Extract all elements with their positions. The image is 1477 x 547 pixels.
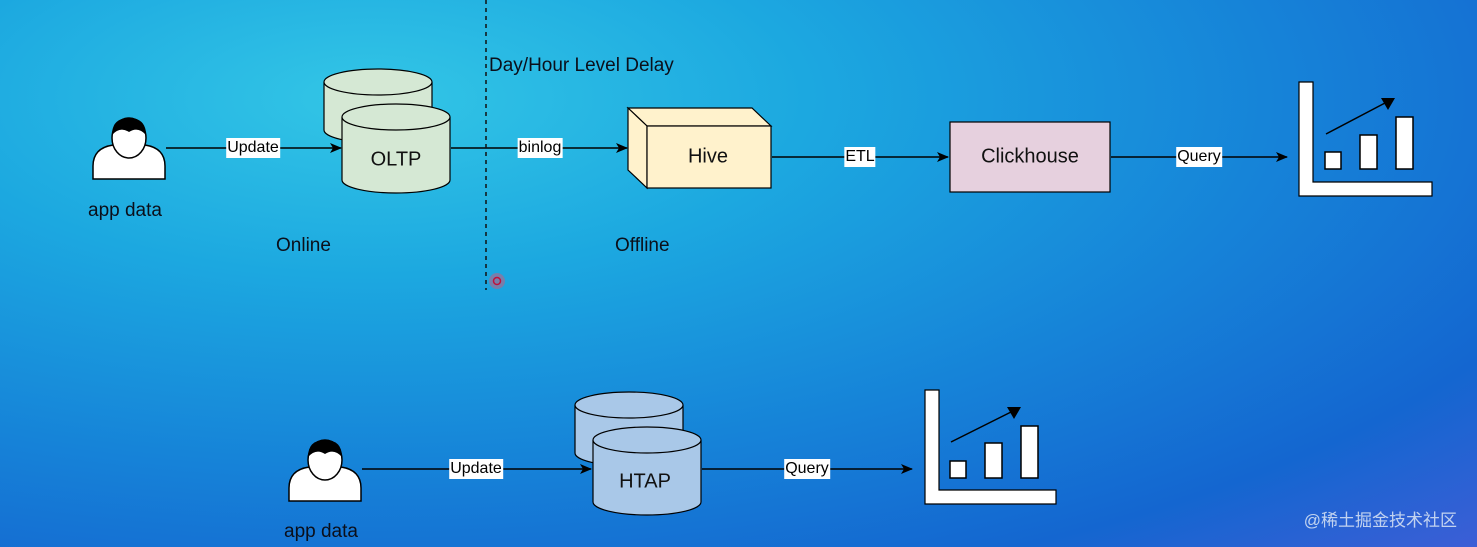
database-icon: [323, 68, 451, 194]
update-edge-label-top: Update: [226, 138, 280, 158]
watermark-text: @稀土掘金技术社区: [1303, 511, 1457, 530]
delay-annotation: Day/Hour Level Delay: [489, 55, 674, 76]
cursor-indicator: [489, 273, 505, 289]
user-icon: [92, 117, 166, 180]
cube-icon: [626, 106, 773, 190]
binlog-edge-label: binlog: [517, 138, 563, 158]
query-edge-label-bottom: Query: [784, 459, 830, 479]
offline-label: Offline: [615, 235, 670, 256]
hive-label: Hive: [687, 145, 729, 168]
user-icon: [288, 439, 362, 502]
bar-chart-icon: [924, 389, 1057, 505]
query-edge-label-top: Query: [1176, 147, 1222, 167]
bar-chart-icon: [1298, 81, 1433, 197]
clickhouse-node: [949, 121, 1111, 193]
clickhouse-label: Clickhouse: [981, 145, 1079, 168]
etl-edge-label: ETL: [844, 147, 876, 167]
htap-label: HTAP: [619, 470, 671, 493]
database-icon: [574, 391, 702, 516]
online-label: Online: [276, 235, 331, 256]
oltp-label: OLTP: [370, 148, 422, 171]
app-data-label-bottom: app data: [284, 521, 358, 542]
update-edge-label-bottom: Update: [449, 459, 503, 479]
app-data-label-top: app data: [88, 200, 162, 221]
